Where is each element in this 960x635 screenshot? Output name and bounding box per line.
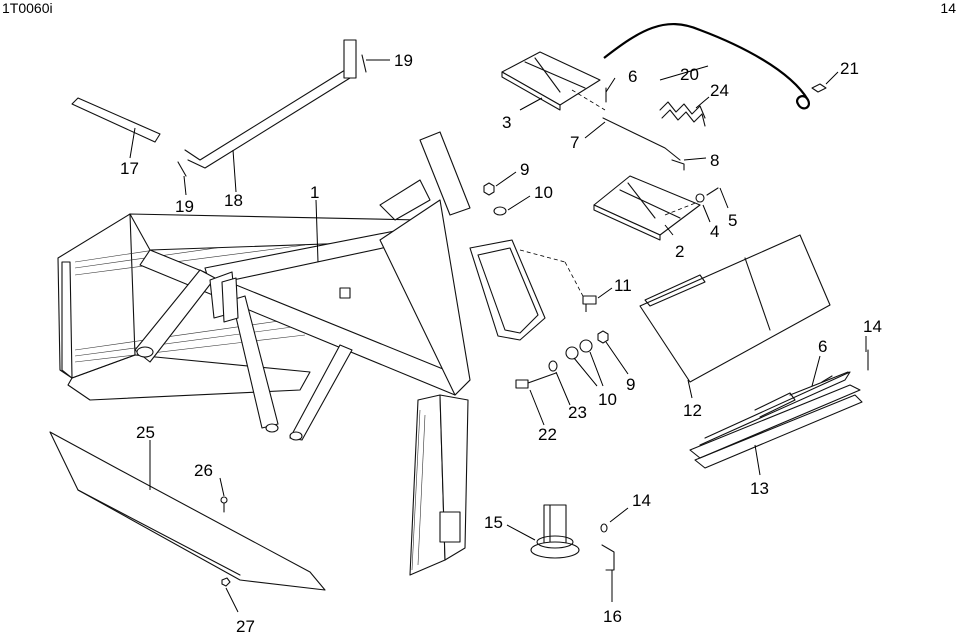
pin-part-16 — [601, 544, 615, 571]
bolt-part-22 — [515, 372, 557, 389]
callout-9a: 9 — [520, 160, 529, 179]
callout-22: 22 — [538, 425, 557, 444]
pin-part-8 — [671, 159, 685, 171]
callout-19a: 19 — [394, 51, 413, 70]
hardware-items — [483, 83, 827, 389]
callout-20: 20 — [680, 65, 699, 84]
callout-6a: 6 — [628, 67, 637, 86]
callout-14a: 14 — [863, 317, 882, 336]
rods-parts-17-18-19 — [71, 39, 367, 177]
pin-part-5 — [706, 187, 719, 196]
nut-part-4 — [695, 193, 705, 203]
leader-lines — [129, 59, 867, 613]
stand-part-15 — [530, 504, 580, 559]
clip-part-14b — [600, 523, 608, 533]
page-number: 14 — [940, 0, 956, 16]
callout-5: 5 — [728, 211, 737, 230]
callout-1: 1 — [310, 183, 319, 202]
callout-8: 8 — [710, 151, 719, 170]
basket-part-13 — [689, 349, 869, 469]
nut-part-27 — [221, 577, 231, 587]
callout-7: 7 — [570, 133, 579, 152]
cable-part-20 — [603, 22, 810, 110]
callout-17: 17 — [120, 159, 139, 178]
callout-19b: 19 — [175, 197, 194, 216]
spring-part-24 — [659, 101, 706, 119]
callout-13: 13 — [750, 479, 769, 498]
callout-10a: 10 — [534, 183, 553, 202]
callout-15: 15 — [484, 513, 503, 532]
washer-part-10 — [493, 206, 507, 216]
callout-26: 26 — [194, 461, 213, 480]
clip-part-21 — [811, 83, 827, 93]
callout-16: 16 — [603, 607, 622, 626]
blade-part-25 — [49, 431, 326, 591]
callout-labels: 1 2 3 4 5 6 6 7 8 9 9 10 10 11 12 13 14 … — [120, 51, 882, 635]
callout-10b: 10 — [598, 390, 617, 409]
callout-6b: 6 — [818, 337, 827, 356]
callout-21: 21 — [840, 59, 859, 78]
plate-part-3 — [501, 51, 606, 111]
callout-9b: 9 — [626, 375, 635, 394]
rod-part-7 — [602, 117, 681, 161]
callout-23: 23 — [568, 403, 587, 422]
callout-12: 12 — [683, 401, 702, 420]
main-frame-part-1 — [57, 131, 586, 576]
plate-part-2 — [593, 175, 701, 241]
callout-2: 2 — [675, 242, 684, 261]
callout-18: 18 — [224, 191, 243, 210]
callout-3: 3 — [502, 113, 511, 132]
callout-27: 27 — [236, 617, 255, 635]
callout-11: 11 — [614, 276, 632, 295]
bolt-part-11 — [582, 295, 597, 312]
callout-14b: 14 — [632, 491, 651, 510]
callout-24: 24 — [710, 81, 729, 100]
callout-4: 4 — [710, 222, 719, 241]
figure-code: 1T0060i — [2, 0, 53, 16]
cover-part-12 — [639, 234, 831, 383]
lock-washer-part-23 — [548, 360, 558, 372]
nut-part-9 — [483, 182, 495, 196]
callout-25: 25 — [136, 423, 155, 442]
